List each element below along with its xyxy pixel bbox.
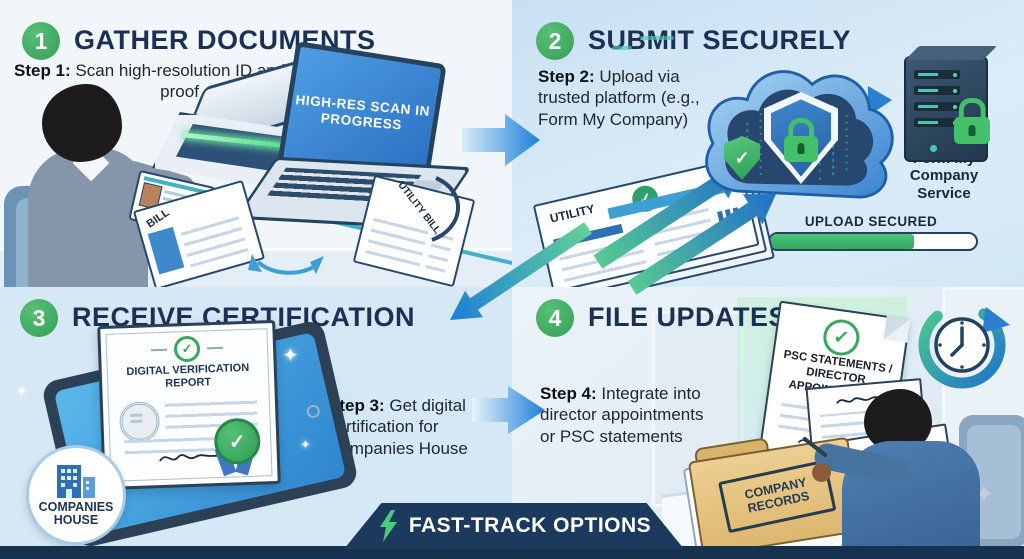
step2-text: Upload via trusted platform (e.g., Form … <box>538 67 700 129</box>
utility-bill-lines2 <box>425 229 455 273</box>
step2-label: Step 2: <box>538 67 595 86</box>
sparkle-icon: ✦ <box>16 383 28 399</box>
step4-number: 4 <box>548 304 562 331</box>
building-icon <box>57 464 95 498</box>
step4-text: Integrate into director appointments or … <box>540 384 704 446</box>
laptop-screen-text: HIGH-RES SCAN IN PROGRESS <box>294 92 431 133</box>
lightning-icon <box>379 510 397 542</box>
companies-house-label: COMPANIES HOUSE <box>38 499 114 527</box>
server-top <box>905 46 997 60</box>
bill-document-label: BILL <box>144 206 172 231</box>
step2-number: 2 <box>548 27 562 54</box>
upload-progress-fill <box>770 234 915 249</box>
bottom-strip <box>0 546 1024 559</box>
step2-panel: 2 SUBMIT SECURELY Step 2: Upload via tru… <box>512 0 1024 287</box>
step2-number-badge: 2 <box>536 22 574 60</box>
step1-number-badge: 1 <box>22 22 60 60</box>
step2-description: Step 2: Upload via trusted platform (e.g… <box>538 66 706 130</box>
step3-number: 3 <box>32 304 46 331</box>
person-hand <box>812 463 831 482</box>
sparkle-icon: ✦ <box>300 437 311 452</box>
utility-bill-lines <box>365 214 430 267</box>
step3-number-badge: 3 <box>20 299 58 337</box>
bill-lines <box>178 208 249 268</box>
fast-track-banner: FAST-TRACK OPTIONS <box>344 503 684 549</box>
check-glyph: ✓ <box>734 147 750 168</box>
step3-text: Get digital certification for Companies … <box>328 396 468 458</box>
page-fold <box>883 315 911 343</box>
fast-track-label: FAST-TRACK OPTIONS <box>408 514 652 537</box>
check-glyph: ✓ <box>181 340 193 357</box>
companies-house-badge: COMPANIES HOUSE <box>26 445 126 545</box>
step1-panel: 1 GATHER DOCUMENTS Step 1: Scan high-res… <box>0 0 512 287</box>
psc-check-icon: ✓ <box>821 317 862 358</box>
step2-title: SUBMIT SECURELY <box>588 25 852 55</box>
step4-title: FILE UPDATES <box>588 302 788 332</box>
upload-progress-bar <box>768 232 978 251</box>
server-slot <box>914 102 960 111</box>
server-slot <box>914 70 960 79</box>
step1-number: 1 <box>34 27 48 54</box>
step1-label: Step 1: <box>14 61 71 80</box>
server-padlock-icon <box>954 98 990 144</box>
certificate-document: ✓ DIGITAL VERIFICATION REPORT ✓ <box>97 319 281 491</box>
step4-description: Step 4: Integrate into director appointm… <box>540 383 706 447</box>
bill-blue-block <box>147 226 185 275</box>
utility-stack-label: UTILITY <box>548 201 597 226</box>
secure-cloud-icon: ✓ <box>690 52 900 217</box>
step4-number-badge: 4 <box>536 299 574 337</box>
upload-secured-label: UPLOAD SECURED <box>804 214 938 229</box>
server-icon <box>904 46 997 162</box>
clock-svg <box>918 301 1010 389</box>
server-power-light <box>930 145 937 152</box>
step4-label: Step 4: <box>540 384 597 403</box>
signature <box>159 454 220 462</box>
padlock-icon <box>784 118 818 162</box>
decor-dash <box>612 46 632 50</box>
clock-refresh-icon <box>916 297 1012 393</box>
certificate-title: DIGITAL VERIFICATION REPORT <box>126 361 250 390</box>
step3-panel: 3 RECEIVE CERTIFICATION Step 3: Get digi… <box>0 287 512 547</box>
step1-text: Scan high-resolution ID and <box>70 61 286 80</box>
sparkle-icon: ✦ <box>282 345 299 367</box>
certificate-check-icon: ✓ <box>173 335 201 363</box>
check-glyph: ✓ <box>228 430 247 454</box>
check-glyph: ✓ <box>832 326 851 350</box>
decor-dash <box>640 36 674 40</box>
person-head <box>42 84 122 162</box>
step3-description: Step 3: Get digital certification for Co… <box>328 395 488 459</box>
server-slot <box>914 86 960 95</box>
